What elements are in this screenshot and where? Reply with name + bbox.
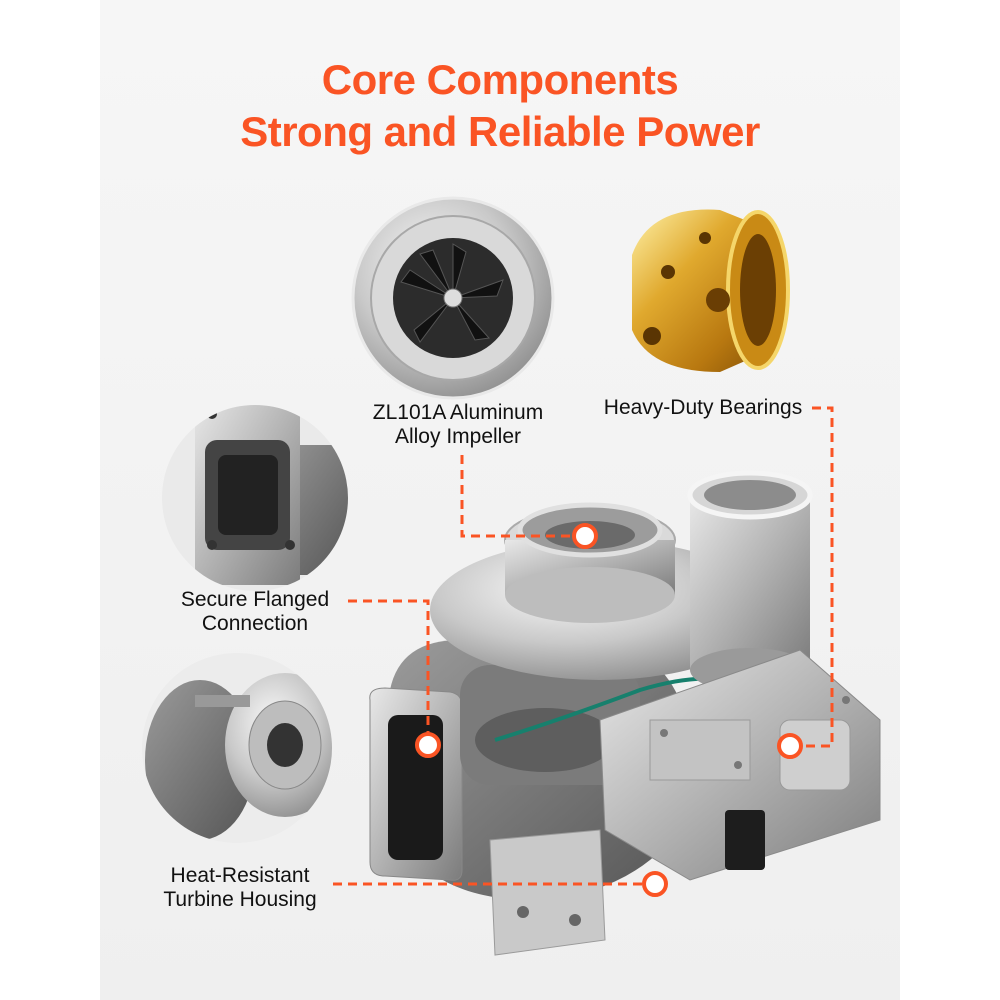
housing-marker xyxy=(642,871,668,897)
housing-label: Heat-Resistant Turbine Housing xyxy=(150,864,330,912)
impeller-image xyxy=(351,196,555,400)
flange-image xyxy=(162,405,348,591)
headline-line-2: Strong and Reliable Power xyxy=(240,108,760,155)
housing-label-line-2: Turbine Housing xyxy=(163,888,317,911)
bearings-label: Heavy-Duty Bearings xyxy=(588,396,818,420)
turbo-side-image xyxy=(142,653,332,843)
impeller-callout-line xyxy=(460,455,585,538)
turbocharger-main-image xyxy=(369,470,881,956)
flange-label: Secure Flanged Connection xyxy=(160,588,350,636)
bearings-label-line-1: Heavy-Duty Bearings xyxy=(603,396,803,419)
callout-lines xyxy=(333,406,834,886)
bearing-image xyxy=(632,209,790,372)
callout-markers xyxy=(415,523,803,897)
flange-label-line-2: Connection xyxy=(201,612,309,635)
impeller-label-line-1: ZL101A Aluminum xyxy=(372,401,544,424)
impeller-marker xyxy=(572,523,598,549)
flange-marker xyxy=(415,732,441,758)
headline-line-1: Core Components xyxy=(321,56,679,103)
bearings-marker xyxy=(777,733,803,759)
flange-label-line-1: Secure Flanged xyxy=(180,588,330,611)
bearings-callout-line xyxy=(790,406,834,748)
flange-callout-line xyxy=(348,599,430,745)
impeller-label: ZL101A Aluminum Alloy Impeller xyxy=(358,401,558,449)
housing-label-line-1: Heat-Resistant xyxy=(170,864,310,887)
impeller-label-line-2: Alloy Impeller xyxy=(394,425,522,448)
